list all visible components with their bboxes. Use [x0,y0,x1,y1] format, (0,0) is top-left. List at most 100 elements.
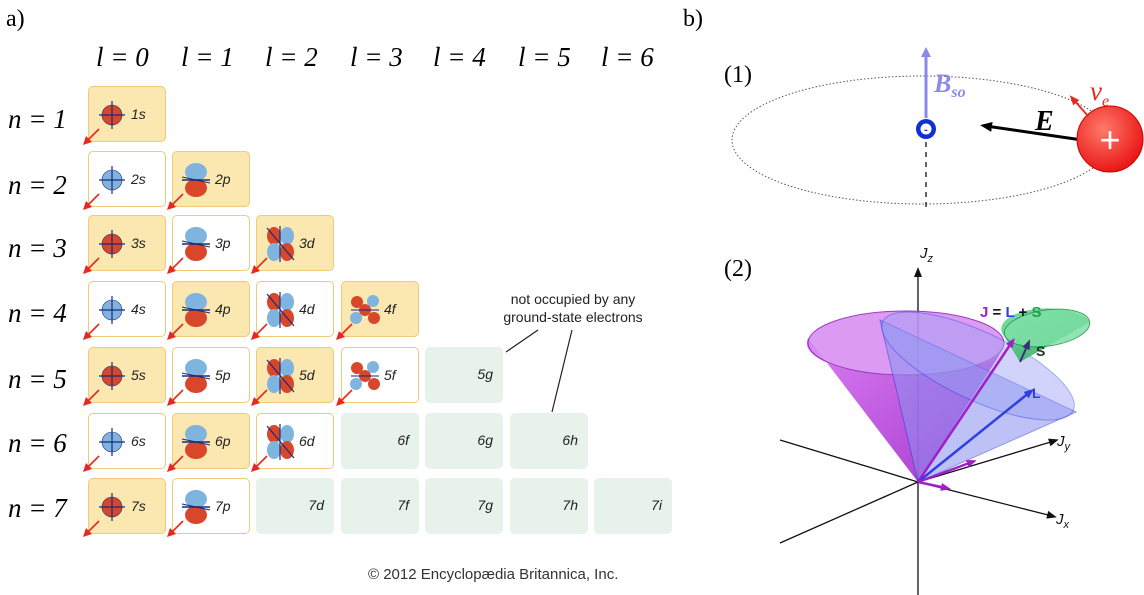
electron-core [920,123,932,135]
jx-axis-back [779,481,919,544]
sub-panel-1-label: (1) [724,62,752,88]
leader-line-6h [551,329,573,413]
orbital-label: 6f [397,432,409,448]
filling-arrow-icon [81,388,101,408]
orbital-cell-6h: 6h [510,413,588,469]
filling-arrow-icon [165,322,185,342]
sub-panel-2-label: (2) [724,256,752,282]
filling-arrow-icon [81,322,101,342]
orbital-cell-3d: 3d [251,215,334,274]
orbital-cell-3s: 3s [83,215,166,274]
filling-arrow-icon [334,322,354,342]
l-header-6: l = 6 [601,42,654,72]
filling-arrow-icon [334,388,354,408]
n-label-2: n = 2 [8,170,67,200]
orbital-label: 7s [131,498,146,514]
jz-label: Jz [919,245,934,265]
leader-line-5g [505,329,539,353]
l-header-2: l = 2 [265,42,318,72]
filling-arrow-icon [81,256,101,276]
filling-arrow-icon [165,256,185,276]
orbital-label: 7g [477,497,493,513]
l-vector [917,388,1034,483]
n-label-5: n = 5 [8,364,67,394]
b-so-label: Bso [933,69,966,101]
s-cone-top [1003,308,1091,348]
orbital-cell-5d: 5d [251,347,334,406]
l-header-5: l = 5 [518,42,571,72]
note-line-1: not occupied by any [510,291,636,307]
orbital-cell-5s: 5s [83,347,166,406]
not-occupied-note: not occupied by any ground-state electro… [468,290,678,326]
electron-sign: - [924,124,928,136]
orbital-cell-3p: 3p [167,215,250,274]
jy-label: Jy [1056,433,1072,453]
orbital-d-icon [263,354,297,398]
orbital-cell-7h: 7h [510,478,588,534]
velocity-label: ve [1090,76,1109,110]
orbital-cell-7d: 7d [256,478,334,534]
filling-arrow-icon [165,519,185,539]
orbital-label: 2s [131,171,146,187]
orbital-label: 4d [299,301,315,317]
orbital-label: 7p [215,498,231,514]
orbital-label: 1s [131,106,146,122]
orbital-s-icon [95,288,129,332]
orbital-label: 6g [477,432,493,448]
orbital-cell-2p: 2p [167,151,250,210]
velocity-arrow [1069,95,1089,117]
orbital-cell-6f: 6f [341,413,419,469]
orbital-label: 3p [215,235,231,251]
orbital-label: 6s [131,433,146,449]
orbital-p-icon [179,420,213,464]
orbital-label: 7f [397,497,409,513]
j-projection-x [917,480,951,491]
orbital-s-icon [95,158,129,202]
j-projection-y [917,459,977,484]
filling-arrow-icon [249,322,269,342]
orbital-d-icon [263,288,297,332]
note-leader-lines [505,329,573,413]
orbital-cell-7i: 7i [594,478,672,534]
n-label-6: n = 6 [8,428,67,458]
orbital-cell-6s: 6s [83,413,166,472]
orbital-d-icon [263,420,297,464]
l-label: L [1032,385,1041,401]
orbital-cell-5p: 5p [167,347,250,406]
orbital-label: 5f [384,367,396,383]
n-label-1: n = 1 [8,104,67,134]
filling-arrow-icon [165,192,185,212]
filling-arrow-icon [249,388,269,408]
orbital-f-icon [348,354,382,398]
n-label-7: n = 7 [8,493,67,523]
orbital-label: 5d [299,367,315,383]
jy-axis-back [779,439,919,483]
filling-arrow-icon [165,454,185,474]
j-vector [916,337,1015,483]
jx-label: Jx [1055,511,1070,531]
orbital-d-icon [263,222,297,266]
orbital-label: 4f [384,301,396,317]
orbital-p-icon [179,485,213,529]
l-header-1: l = 1 [181,42,234,72]
l-cone [879,319,1078,483]
n-label-3: n = 3 [8,233,67,263]
l-header-3: l = 3 [350,42,403,72]
orbital-p-icon [179,222,213,266]
note-line-2: ground-state electrons [503,309,643,325]
proton [1076,105,1144,173]
orbital-s-icon [95,485,129,529]
orbital-p-icon [179,354,213,398]
orbital-label: 7h [562,497,578,513]
jy-axis [917,438,1059,483]
orbital-label: 7d [308,497,324,513]
panel-b-figure: Bso - E + ve Jz Jy Jx J = L + S S L [731,47,1144,595]
panel-a-label: a) [6,6,25,32]
orbital-cell-5f: 5f [336,347,419,406]
proton-sign: + [1099,119,1120,160]
orbital-f-icon [348,288,382,332]
e-field-arrow [980,121,1083,142]
orbital-label: 3d [299,235,315,251]
orbital-cell-4p: 4p [167,281,250,340]
orbital-cell-7g: 7g [425,478,503,534]
